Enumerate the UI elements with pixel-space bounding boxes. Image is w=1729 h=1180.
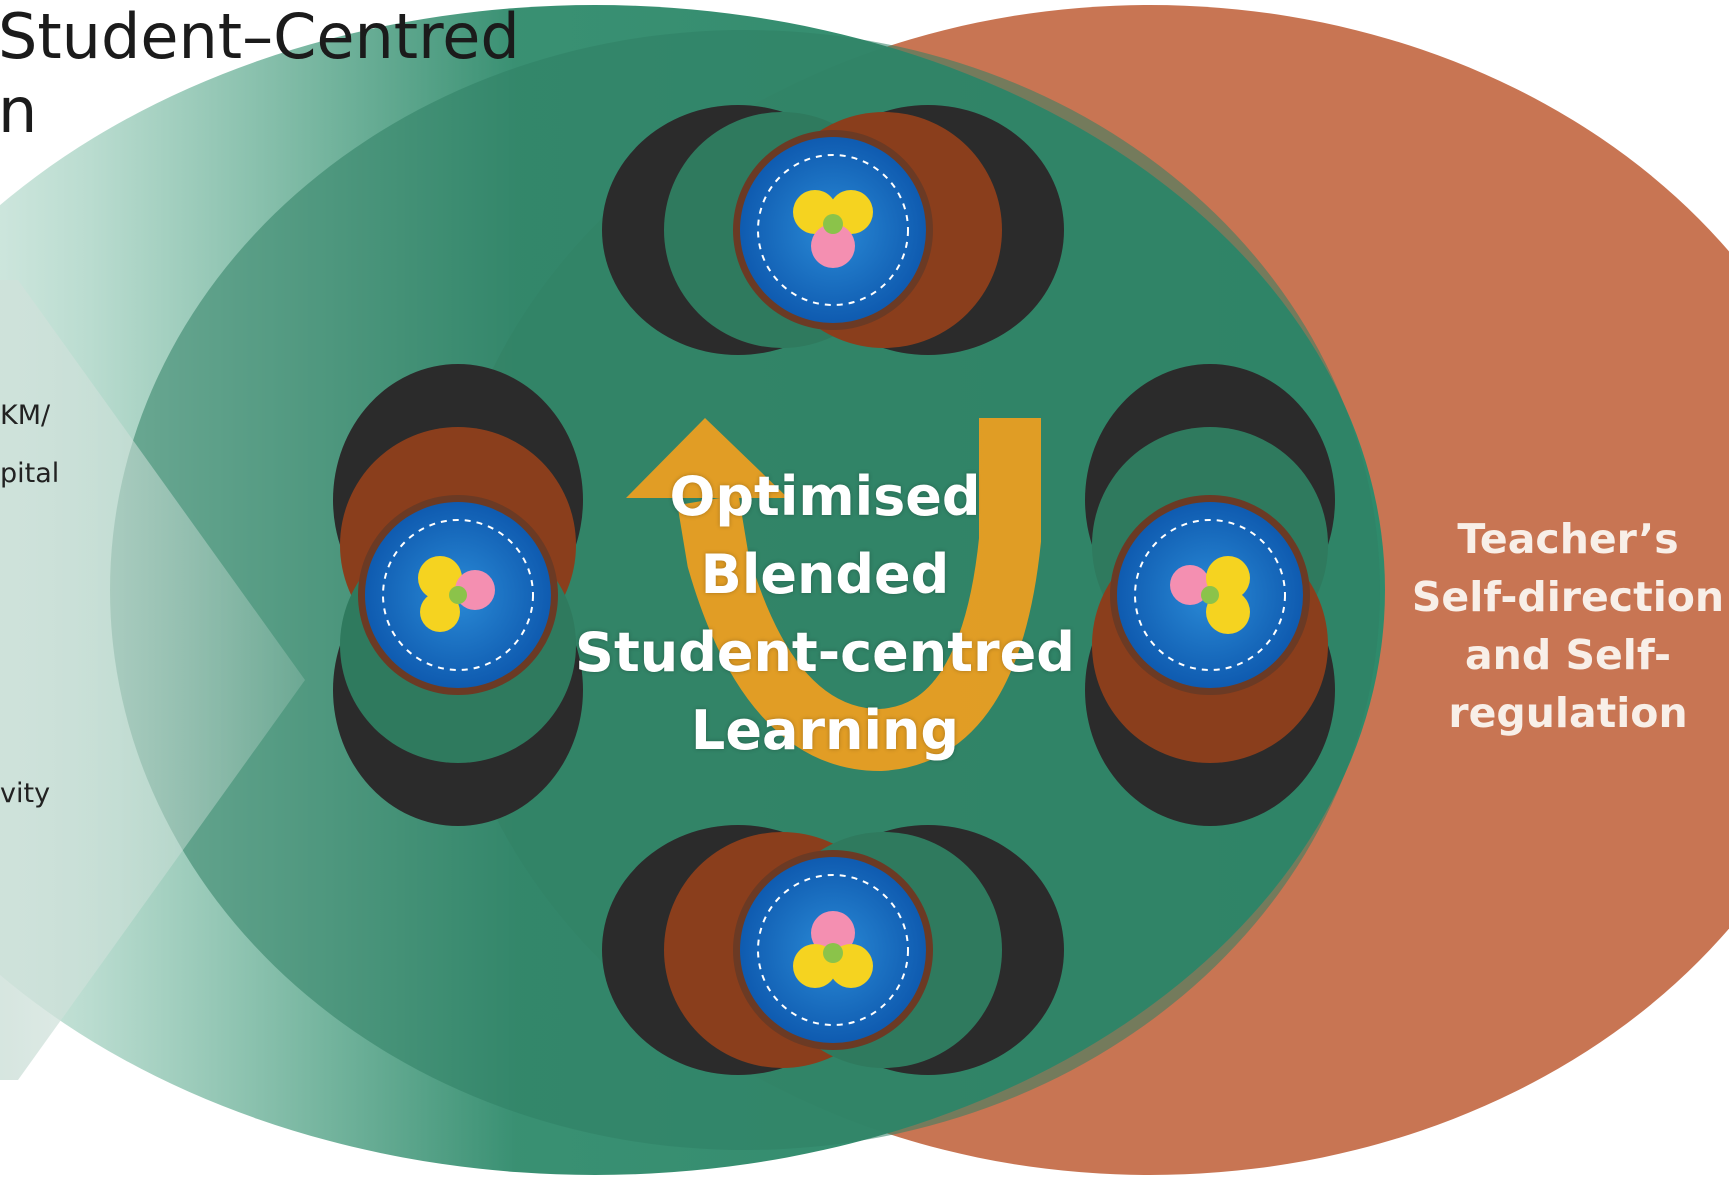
teacher-line-4: regulation (1448, 689, 1688, 737)
center-line-4: Learning (690, 699, 960, 762)
side-text-2: pital (0, 458, 60, 489)
cluster-top (602, 105, 1064, 355)
center-line-1: Optimised (669, 465, 981, 528)
teacher-line-1: Teacher’s (1457, 515, 1679, 563)
side-text-3: vity (0, 778, 51, 809)
teacher-line-3: and Self- (1464, 631, 1671, 679)
cluster-bottom (602, 825, 1064, 1075)
chevron-arrow-icon (0, 280, 305, 1080)
cluster-right (1085, 364, 1335, 826)
title-line-2: n (0, 74, 38, 147)
page-title: Student–Centred n (0, 0, 520, 148)
teacher-label: Teacher’s Self-direction and Self- regul… (1400, 510, 1729, 742)
center-line-2: Blended (700, 543, 950, 606)
center-line-3: Student-centred (575, 621, 1075, 684)
side-text-1: KM/ (0, 400, 51, 431)
cluster-left (333, 364, 583, 826)
cycle-arrow-icon (626, 418, 1041, 772)
center-label: Optimised Blended Student-centred Learni… (560, 458, 1090, 770)
title-line-1: Student–Centred (0, 0, 520, 73)
teacher-line-2: Self-direction (1411, 573, 1725, 621)
